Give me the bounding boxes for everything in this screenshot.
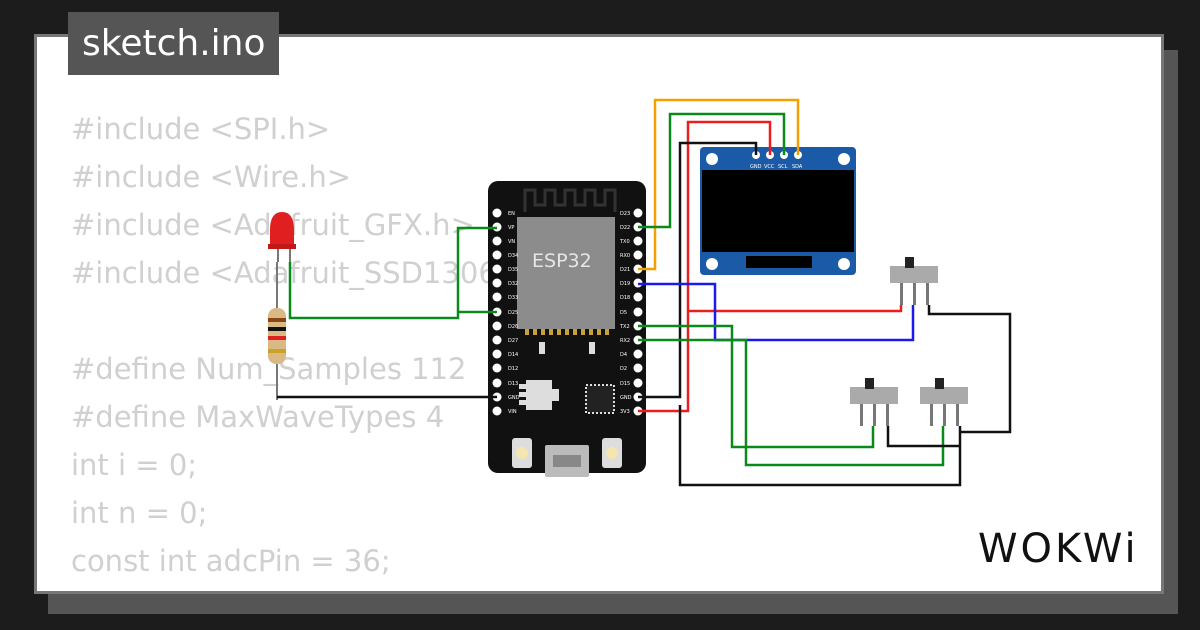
code-line: #define Num_Samples 112 [71, 352, 467, 386]
esp32-module [517, 217, 615, 329]
svg-text:TX2: TX2 [619, 324, 630, 330]
svg-text:D25: D25 [508, 310, 518, 316]
esp32-pin-labels: EN VP VN D34 D35 D32 D33 D25 D26 D27 D14… [508, 211, 632, 415]
code-line: int i = 0; [71, 448, 198, 482]
svg-text:D14: D14 [508, 352, 518, 358]
wire-gnd-bus [678, 405, 962, 487]
wire-sda [638, 98, 800, 271]
svg-text:D5: D5 [620, 310, 627, 316]
svg-text:D32: D32 [508, 281, 518, 287]
svg-text:D26: D26 [508, 324, 518, 330]
code-line: #define MaxWaveTypes 4 [71, 400, 445, 434]
svg-text:GND: GND [750, 164, 762, 170]
svg-text:D2: D2 [620, 366, 627, 372]
svg-text:D13: D13 [508, 381, 518, 387]
wires [277, 98, 1012, 487]
wire-gnd-switch3 [927, 305, 1012, 434]
svg-text:SDA: SDA [792, 164, 803, 170]
code-line: #include <Adafruit_GFX.h> [71, 208, 475, 242]
svg-text:GND: GND [620, 395, 632, 401]
wire-gnd-switch1 [886, 426, 960, 448]
svg-text:3V3: 3V3 [620, 409, 630, 415]
svg-text:VP: VP [508, 225, 514, 231]
svg-text:D27: D27 [508, 338, 518, 344]
red-led[interactable] [268, 212, 296, 262]
oled-display[interactable]: GND VCC SCL SDA [700, 147, 856, 275]
code-line: #include <SPI.h> [71, 112, 331, 146]
slide-switch-2[interactable] [920, 378, 968, 426]
svg-text:GND: GND [508, 395, 520, 401]
svg-text:D21: D21 [620, 267, 630, 273]
resistor[interactable] [268, 262, 286, 400]
oled-screen [702, 170, 854, 252]
svg-text:EN: EN [508, 211, 515, 217]
wire-scl [638, 112, 786, 229]
esp32-board[interactable]: ESP32 [488, 181, 646, 477]
code-line: #include <Wire.h> [71, 160, 352, 194]
svg-text:VN: VN [508, 239, 515, 245]
svg-text:D15: D15 [620, 381, 630, 387]
svg-text:RX0: RX0 [620, 253, 630, 259]
svg-text:VCC: VCC [764, 164, 775, 170]
code-line: int n = 0; [71, 496, 208, 530]
wire-vcc [638, 120, 772, 413]
svg-text:D22: D22 [620, 225, 630, 231]
svg-text:D35: D35 [508, 267, 518, 273]
esp32-pin-headers [492, 208, 643, 416]
svg-text:SCL: SCL [778, 164, 788, 170]
slide-switch-3[interactable] [890, 257, 938, 305]
svg-text:D19: D19 [620, 281, 630, 287]
svg-text:RX2: RX2 [620, 338, 630, 344]
slide-switch-1[interactable] [850, 378, 898, 426]
svg-text:TX0: TX0 [619, 239, 630, 245]
svg-text:D4: D4 [620, 352, 627, 358]
svg-text:D34: D34 [508, 253, 518, 259]
code-line: const int adcPin = 36; [71, 544, 391, 578]
svg-text:D33: D33 [508, 295, 518, 301]
wire-led-anode [288, 226, 497, 320]
wire-rx2-switch [638, 338, 945, 467]
wire-3v3-switch [688, 305, 903, 313]
svg-text:D18: D18 [620, 295, 630, 301]
svg-text:D12: D12 [508, 366, 518, 372]
wire-tx2-switch [638, 324, 875, 449]
file-tab[interactable]: sketch.ino [68, 12, 280, 75]
wokwi-logo: WOKWi [978, 526, 1139, 572]
svg-text:D23: D23 [620, 211, 630, 217]
esp32-label: ESP32 [532, 250, 592, 272]
wire-gnd-oled [638, 141, 758, 399]
svg-text:VIN: VIN [508, 409, 517, 415]
